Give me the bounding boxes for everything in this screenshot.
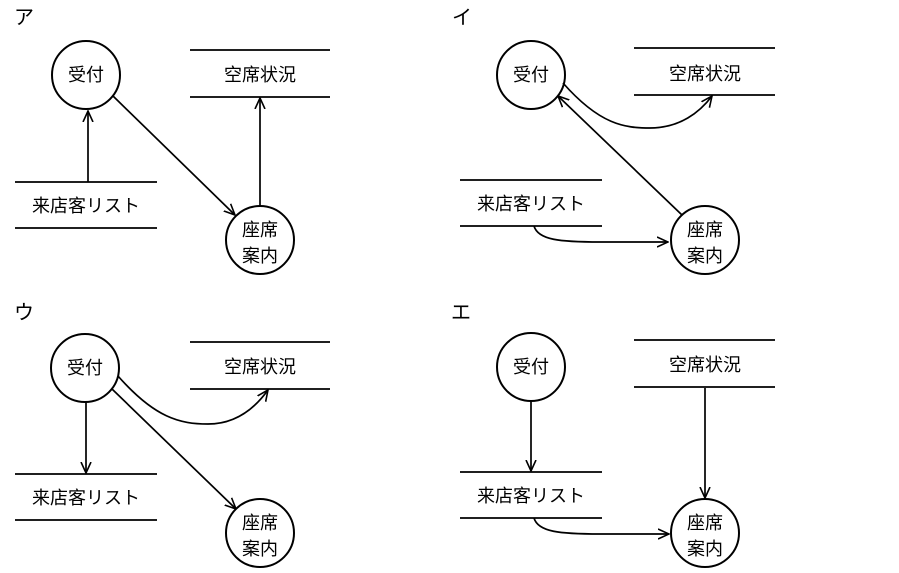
option-i-seat-status-text: 空席状況: [669, 64, 741, 85]
option-u-diagram: ウ 受付 空席状況 来店客リスト 座席 案内: [14, 300, 330, 568]
option-i-flow-list-to-guide: [533, 225, 668, 242]
option-e-seat-guide-process: 座席 案内: [670, 498, 740, 568]
option-i-visitor-list-text: 来店客リスト: [477, 194, 585, 215]
option-a-flow-reception-to-guide: [112, 95, 235, 215]
option-u-seat-guide-text-2: 案内: [242, 539, 278, 560]
option-i-flow-reception-to-status: [562, 82, 712, 129]
option-i-seat-status-store: 空席状況: [634, 47, 775, 96]
option-i-seat-guide-text-1: 座席: [687, 220, 723, 241]
option-u-flow-reception-to-guide: [111, 388, 236, 509]
option-u-seat-status-text: 空席状況: [224, 357, 296, 378]
option-u-label: ウ: [14, 300, 34, 324]
option-e-reception-text: 受付: [513, 357, 549, 378]
option-u-seat-guide-process: 座席 案内: [225, 498, 295, 568]
option-a-seat-guide-process: 座席 案内: [225, 205, 295, 275]
option-a-diagram: ア 受付 空席状況 来店客リスト 座席 案内: [14, 5, 330, 275]
option-u-reception-process: 受付: [50, 333, 120, 403]
option-e-seat-guide-text-2: 案内: [687, 539, 723, 560]
option-i-flow-guide-to-reception: [558, 96, 683, 216]
option-e-diagram: エ 受付 空席状況 来店客リスト 座席 案内: [451, 300, 775, 568]
option-a-visitor-list-text: 来店客リスト: [32, 196, 140, 217]
option-a-seat-guide-text-2: 案内: [242, 246, 278, 267]
option-e-seat-status-store: 空席状況: [634, 339, 775, 388]
option-u-reception-text: 受付: [67, 358, 103, 379]
option-i-reception-text: 受付: [513, 65, 549, 86]
option-i-visitor-list-store: 来店客リスト: [460, 179, 602, 227]
option-u-flow-reception-to-status: [117, 375, 268, 425]
option-a-seat-guide-text-1: 座席: [242, 220, 278, 241]
option-u-visitor-list-store: 来店客リスト: [15, 473, 157, 521]
option-a-reception-process: 受付: [51, 40, 121, 110]
option-e-visitor-list-text: 来店客リスト: [477, 486, 585, 507]
option-i-seat-guide-process: 座席 案内: [670, 205, 740, 275]
option-u-seat-guide-text-1: 座席: [242, 513, 278, 534]
option-u-visitor-list-text: 来店客リスト: [32, 488, 140, 509]
option-e-visitor-list-store: 来店客リスト: [460, 471, 602, 519]
option-e-seat-status-text: 空席状況: [669, 355, 741, 376]
option-e-flow-list-to-guide: [533, 517, 669, 534]
option-a-reception-text: 受付: [68, 65, 104, 86]
option-e-label: エ: [451, 300, 471, 324]
option-u-seat-status-store: 空席状況: [190, 341, 330, 390]
option-a-seat-status-store: 空席状況: [190, 49, 330, 98]
option-a-seat-status-text: 空席状況: [224, 65, 296, 86]
option-e-seat-guide-text-1: 座席: [687, 513, 723, 534]
option-a-label: ア: [14, 5, 34, 29]
option-a-visitor-list-store: 来店客リスト: [15, 181, 157, 229]
option-i-diagram: イ 受付 空席状況 来店客リスト 座席 案内: [452, 5, 775, 275]
option-e-reception-process: 受付: [496, 332, 566, 402]
option-i-reception-process: 受付: [496, 40, 566, 110]
option-i-seat-guide-text-2: 案内: [687, 246, 723, 267]
option-i-label: イ: [452, 5, 472, 29]
